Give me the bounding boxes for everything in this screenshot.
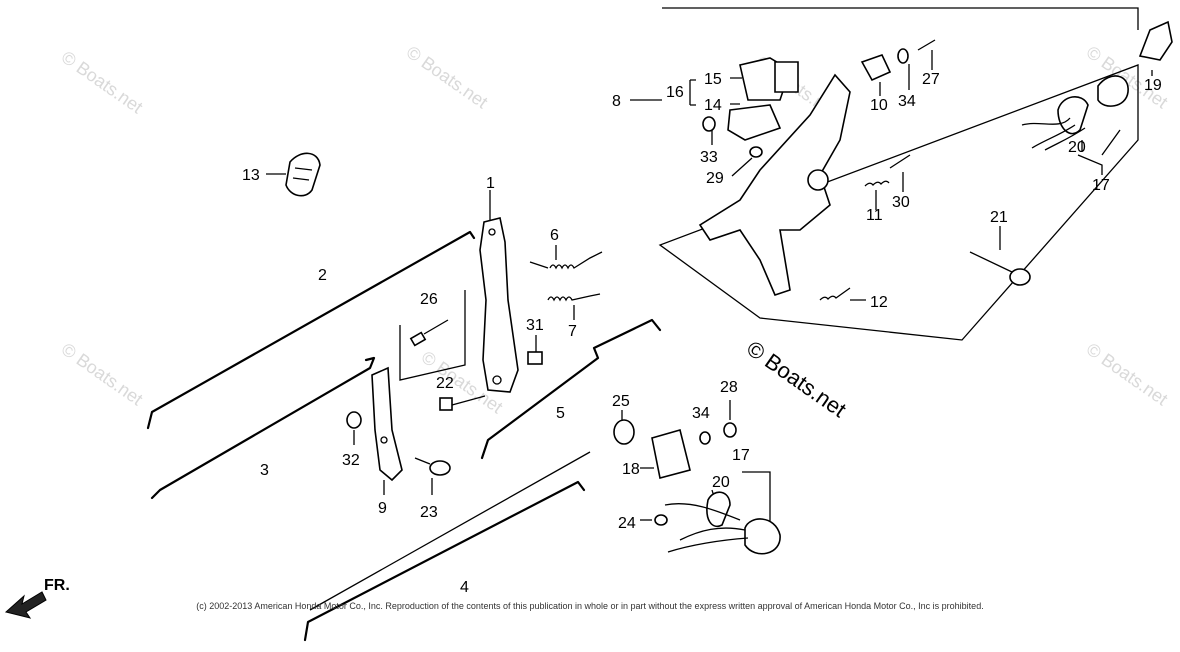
hole	[492, 375, 502, 385]
watermark: © Boats.net	[1083, 339, 1172, 409]
callout-24: 24	[618, 515, 636, 532]
callout-34: 34	[692, 405, 710, 422]
callout-34: 34	[898, 93, 916, 110]
clip-part	[285, 152, 321, 197]
leader-line	[555, 245, 575, 320]
bracket-part	[1057, 96, 1089, 135]
bolt-head	[409, 331, 427, 347]
bolt-head	[429, 460, 451, 476]
bolt-shaft	[414, 457, 431, 465]
callout-3: 3	[260, 462, 269, 479]
front-direction-arrow	[4, 591, 47, 619]
callout-5: 5	[556, 405, 565, 422]
watermark: © Boats.net	[58, 339, 147, 409]
bushing-part	[613, 419, 635, 445]
bolt-shaft	[917, 39, 936, 51]
bolt-shaft	[423, 319, 449, 335]
callout-14: 14	[704, 97, 722, 114]
callout-29: 29	[706, 170, 724, 187]
nut-part	[346, 411, 362, 429]
leader-line	[630, 50, 933, 301]
rod-part	[303, 480, 586, 642]
nut-part	[527, 351, 543, 365]
spring-part	[547, 293, 601, 302]
callout-13: 13	[242, 167, 260, 184]
callout-9: 9	[378, 500, 387, 517]
control-bracket-part	[698, 73, 851, 296]
pivot-part	[807, 169, 829, 191]
callout-2: 2	[318, 267, 327, 284]
screw-part	[723, 422, 737, 438]
callout-17: 17	[732, 447, 750, 464]
callout-30: 30	[892, 194, 910, 211]
coil-part	[774, 61, 799, 93]
callout-11: 11	[866, 207, 883, 224]
coil-part	[744, 518, 781, 555]
callout-8: 8	[612, 93, 621, 110]
bolt-shaft	[969, 251, 1013, 273]
washer-part	[702, 116, 716, 132]
bolt-shaft	[889, 154, 911, 169]
watermark-bold: © Boats.net	[742, 336, 851, 423]
callout-10: 10	[870, 97, 888, 114]
wire-part	[1021, 117, 1086, 151]
callout-4: 4	[460, 579, 469, 596]
callout-33: 33	[700, 149, 718, 166]
callout-31: 31	[526, 317, 544, 334]
callout-7: 7	[568, 323, 577, 340]
watermark: © Boats.net	[403, 42, 492, 112]
leader-line	[640, 400, 771, 530]
callout-26: 26	[420, 291, 438, 308]
governor-arm-part	[479, 217, 519, 393]
bracket-line	[399, 290, 466, 381]
screw-part	[749, 146, 763, 158]
callout-17: 17	[1092, 177, 1110, 194]
rod-reference-line	[309, 451, 591, 611]
spring-part	[819, 287, 851, 301]
leader-line	[1077, 70, 1153, 175]
bracket-part	[651, 429, 691, 479]
switch-part	[727, 104, 782, 141]
washer-part	[897, 48, 909, 64]
wire-part	[664, 503, 749, 553]
bolt-shaft	[451, 395, 486, 406]
callout-16: 16	[666, 84, 684, 101]
lever-part	[371, 366, 403, 482]
plate-part	[860, 54, 892, 82]
callout-23: 23	[420, 504, 438, 521]
rod-part	[150, 356, 376, 500]
bolt-head	[1009, 268, 1031, 286]
rod-part	[146, 230, 476, 430]
screw-part	[654, 514, 668, 526]
washer-part	[699, 431, 711, 445]
coil-part	[1097, 75, 1129, 107]
callout-20: 20	[712, 474, 730, 491]
rod-part	[480, 318, 662, 460]
clip-detail	[292, 167, 313, 181]
callout-12: 12	[870, 294, 888, 311]
spring-part	[864, 180, 890, 187]
callout-22: 22	[436, 375, 454, 392]
spring-part	[529, 251, 603, 270]
hole	[380, 436, 388, 444]
bolt-head	[439, 397, 453, 411]
direction-label: FR.	[44, 577, 70, 594]
copyright-notice: (c) 2002-2013 American Honda Motor Co., …	[196, 601, 984, 611]
clip-part	[1138, 20, 1173, 61]
callout-27: 27	[922, 71, 940, 88]
callout-15: 15	[704, 71, 722, 88]
callout-32: 32	[342, 452, 360, 469]
callout-20: 20	[1068, 139, 1086, 156]
callout-18: 18	[622, 461, 640, 478]
callout-6: 6	[550, 227, 559, 244]
watermark: © Boats.net	[58, 47, 147, 117]
callout-1: 1	[486, 175, 495, 192]
hole	[488, 228, 496, 236]
callout-21: 21	[990, 209, 1008, 226]
callout-25: 25	[612, 393, 630, 410]
callout-19: 19	[1144, 77, 1162, 94]
callout-28: 28	[720, 379, 738, 396]
